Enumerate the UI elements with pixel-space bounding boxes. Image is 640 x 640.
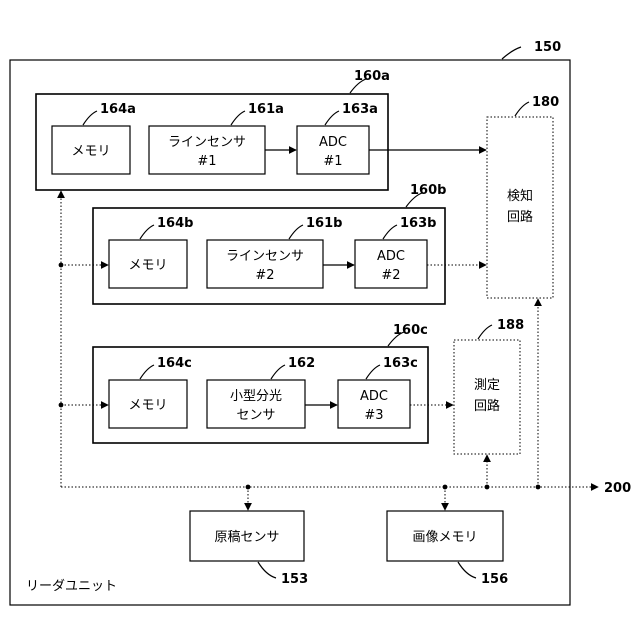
unit-160c-ref: 160c bbox=[393, 323, 428, 338]
measurement-circuit-line2: 回路 bbox=[474, 398, 500, 414]
adc-163b-line2: #2 bbox=[381, 268, 400, 283]
sensor-162-ref: 162 bbox=[288, 356, 315, 371]
measurement-circuit-box bbox=[454, 340, 520, 454]
adc-163c-line1: ADC bbox=[360, 389, 388, 404]
adc-163a-ref: 163a bbox=[342, 102, 378, 117]
output-ref: 200 bbox=[604, 481, 631, 496]
detection-circuit-line1: 検知 bbox=[507, 188, 533, 204]
sensor-161a-line1: ラインセンサ bbox=[168, 135, 246, 150]
original-sensor-ref: 153 bbox=[281, 572, 308, 587]
sensor-161a-line2: #1 bbox=[197, 154, 216, 169]
measurement-circuit-ref: 188 bbox=[497, 318, 524, 333]
reader-unit-label: リーダユニット bbox=[26, 579, 117, 594]
memory-164b-label: メモリ bbox=[128, 258, 167, 273]
sensor-162-line2: センサ bbox=[236, 408, 275, 423]
adc-163a-line1: ADC bbox=[319, 135, 347, 150]
unit-160a-ref: 160a bbox=[354, 69, 390, 84]
detection-circuit-line2: 回路 bbox=[507, 209, 533, 225]
original-sensor-label: 原稿センサ bbox=[214, 529, 279, 545]
image-memory-label: 画像メモリ bbox=[412, 530, 477, 545]
sensor-161b-line1: ラインセンサ bbox=[226, 249, 304, 264]
adc-163a-line2: #1 bbox=[323, 154, 342, 169]
memory-164c-ref: 164c bbox=[157, 356, 192, 371]
reader-unit-ref: 150 bbox=[534, 40, 561, 55]
measurement-circuit-line1: 測定 bbox=[474, 378, 500, 393]
memory-164c-label: メモリ bbox=[128, 398, 167, 413]
sensor-161a-ref: 161a bbox=[248, 102, 284, 117]
memory-164a-label: メモリ bbox=[71, 144, 110, 159]
detection-circuit-box bbox=[487, 117, 553, 298]
detection-circuit-ref: 180 bbox=[532, 95, 559, 110]
image-memory-ref: 156 bbox=[481, 572, 508, 587]
sensor-162-line1: 小型分光 bbox=[230, 389, 282, 404]
adc-163b-line1: ADC bbox=[377, 249, 405, 264]
sensor-161b-ref: 161b bbox=[306, 216, 342, 231]
sensor-161b-line2: #2 bbox=[255, 268, 274, 283]
adc-163b-ref: 163b bbox=[400, 216, 436, 231]
adc-163c-line2: #3 bbox=[364, 408, 383, 423]
memory-164b-ref: 164b bbox=[157, 216, 193, 231]
memory-164a-ref: 164a bbox=[100, 102, 136, 117]
unit-160b-ref: 160b bbox=[410, 183, 446, 198]
adc-163c-ref: 163c bbox=[383, 356, 418, 371]
